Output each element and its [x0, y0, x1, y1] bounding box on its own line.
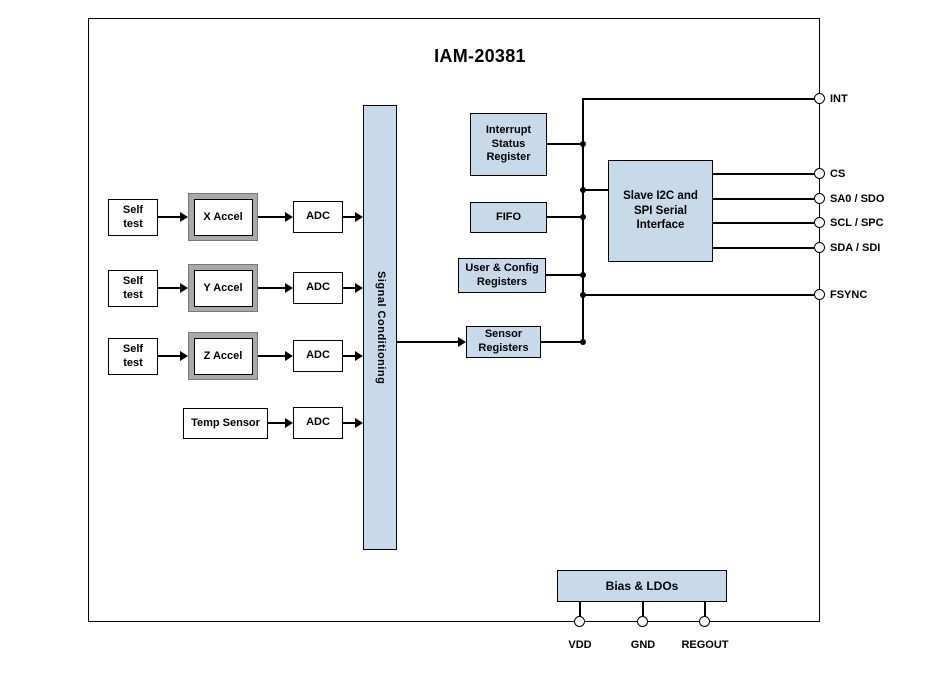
wire-userconfig-to-bus — [546, 274, 583, 276]
wire-sensorregisters-to-bus — [541, 341, 583, 343]
wire-sa0-sdo-pin — [713, 198, 814, 200]
wire-bus-to-slaveinterface — [583, 189, 608, 191]
wire-adc2-to-signalconditioning — [343, 287, 355, 289]
diagram-border — [88, 18, 820, 622]
z-accel-label: Z Accel — [193, 337, 253, 375]
junction-dot-slaveinterface — [580, 187, 586, 193]
block-self-test-z: Self test — [108, 338, 158, 375]
wire-adc1-to-signalconditioning — [343, 216, 355, 218]
pin-vdd-circle — [574, 616, 585, 627]
pin-gnd-label: GND — [630, 639, 656, 651]
pin-int-label: INT — [830, 93, 848, 105]
arrowhead-xaccel-adc — [285, 212, 293, 222]
block-slave-interface: Slave I2C and SPI Serial Interface — [608, 160, 713, 262]
wire-regout-stub — [704, 602, 706, 617]
wire-cs-pin — [713, 173, 814, 175]
block-interrupt-status-register: Interrupt Status Register — [470, 113, 547, 176]
pin-sa0-sdo-circle — [814, 193, 825, 204]
junction-dot-userconfig — [580, 272, 586, 278]
wire-tempsensor-to-adc — [268, 422, 285, 424]
y-accel-label: Y Accel — [193, 269, 253, 307]
x-accel-label: X Accel — [193, 198, 253, 236]
block-z-accel: Z Accel — [188, 332, 258, 380]
arrowhead-selftest-x — [180, 212, 188, 222]
block-temp-sensor: Temp Sensor — [183, 408, 268, 439]
pin-scl-spc-circle — [814, 217, 825, 228]
wire-internal-bus — [582, 98, 584, 342]
block-self-test-x: Self test — [108, 199, 158, 236]
pin-regout-label: REGOUT — [681, 639, 729, 651]
pin-regout-circle — [699, 616, 710, 627]
wire-selftest-x-to-xaccel — [158, 216, 181, 218]
wire-fifo-to-bus — [547, 216, 583, 218]
block-bias-ldos: Bias & LDOs — [557, 570, 727, 602]
block-adc-z: ADC — [293, 340, 343, 372]
wire-yaccel-to-adc — [258, 287, 285, 289]
junction-dot-fsync — [580, 292, 586, 298]
arrowhead-yaccel-adc — [285, 283, 293, 293]
wire-selftest-z-to-zaccel — [158, 355, 181, 357]
pin-int-circle — [814, 93, 825, 104]
arrowhead-temp-adc — [285, 418, 293, 428]
arrowhead-adc4-sc — [355, 418, 363, 428]
pin-sa0-sdo-label: SA0 / SDO — [830, 193, 885, 205]
diagram-title: IAM-20381 — [434, 46, 526, 66]
wire-zaccel-to-adc — [258, 355, 285, 357]
pin-gnd-circle — [637, 616, 648, 627]
pin-cs-circle — [814, 168, 825, 179]
pin-cs-label: CS — [830, 168, 846, 180]
block-x-accel: X Accel — [188, 193, 258, 241]
junction-dot-sensorregisters — [580, 339, 586, 345]
block-adc-y: ADC — [293, 272, 343, 304]
wire-adc3-to-signalconditioning — [343, 355, 355, 357]
block-adc-x: ADC — [293, 201, 343, 233]
wire-adc4-to-signalconditioning — [343, 422, 355, 424]
block-fifo: FIFO — [470, 202, 547, 233]
wire-gnd-stub — [642, 602, 644, 617]
arrowhead-adc1-sc — [355, 212, 363, 222]
pin-vdd-label: VDD — [568, 639, 592, 651]
pin-fsync-circle — [814, 289, 825, 300]
pin-sda-sdi-label: SDA / SDI — [830, 242, 881, 254]
pin-scl-spc-label: SCL / SPC — [830, 217, 884, 229]
arrowhead-sc-sensorregisters — [458, 337, 466, 347]
wire-signalconditioning-to-sensorregisters — [397, 341, 458, 343]
wire-interruptregister-to-bus — [547, 143, 583, 145]
wire-xaccel-to-adc — [258, 216, 285, 218]
block-y-accel: Y Accel — [188, 264, 258, 312]
arrowhead-zaccel-adc — [285, 351, 293, 361]
pin-sda-sdi-circle — [814, 242, 825, 253]
block-signal-conditioning: Signal Conditioning — [363, 105, 397, 550]
wire-scl-spc-pin — [713, 222, 814, 224]
pin-fsync-label: FSYNC — [830, 289, 868, 301]
arrowhead-adc2-sc — [355, 283, 363, 293]
wire-fsync-pin — [583, 294, 814, 296]
arrowhead-adc3-sc — [355, 351, 363, 361]
wire-int-pin — [583, 98, 814, 100]
block-self-test-y: Self test — [108, 270, 158, 307]
block-sensor-registers: Sensor Registers — [466, 326, 541, 358]
wire-vdd-stub — [579, 602, 581, 617]
arrowhead-selftest-y — [180, 283, 188, 293]
block-user-config-registers: User & Config Registers — [458, 258, 546, 293]
wire-sda-sdi-pin — [713, 247, 814, 249]
arrowhead-selftest-z — [180, 351, 188, 361]
junction-dot-interrupt — [580, 141, 586, 147]
wire-selftest-y-to-yaccel — [158, 287, 181, 289]
junction-dot-fifo — [580, 214, 586, 220]
block-adc-temp: ADC — [293, 407, 343, 439]
